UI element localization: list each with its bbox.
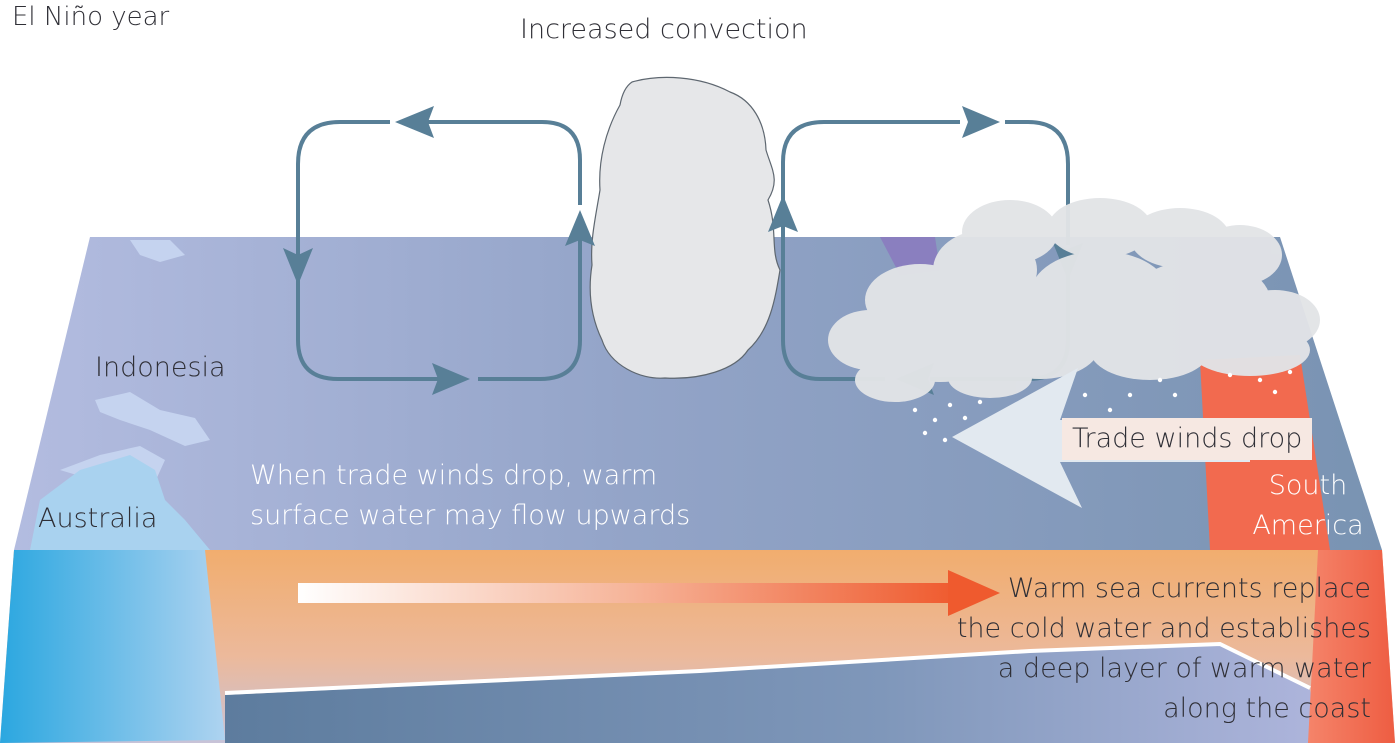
- warm-currents-note-line: Warm sea currents replace: [1007, 573, 1371, 604]
- warm-currents-note: Warm sea currents replace the cold water…: [957, 569, 1371, 729]
- rain-cloud-icon: [828, 198, 1320, 443]
- warm-flow-note: When trade winds drop, warm surface wate…: [250, 456, 690, 536]
- thermocline-line: [224, 641, 1311, 695]
- convection-label: Increased convection: [520, 14, 808, 45]
- south-america-land: [1308, 550, 1395, 743]
- south-america-label: South America: [1238, 466, 1378, 546]
- south-america-label-line: South: [1268, 470, 1348, 501]
- warm-flow-note-line: When trade winds drop, warm: [250, 460, 658, 491]
- diagram-title: El Niño year: [12, 2, 170, 32]
- australia-surface: [30, 455, 210, 550]
- convection-cloud-icon: [589, 76, 781, 379]
- warm-current-arrow-icon: [298, 570, 1000, 616]
- trade-winds-label: Trade winds drop: [1062, 418, 1313, 460]
- circulation-arrow-icon: [296, 120, 1070, 381]
- deep-water-layer: [225, 645, 1320, 743]
- warm-currents-note-line: along the coast: [1163, 693, 1371, 724]
- australia-label: Australia: [38, 503, 158, 534]
- warm-currents-note-line: a deep layer of warm water: [997, 653, 1371, 684]
- south-america-label-line: America: [1252, 510, 1364, 541]
- warm-currents-note-line: the cold water and establishes: [956, 613, 1371, 644]
- indonesia-label: Indonesia: [95, 352, 226, 383]
- australia-land: [0, 550, 225, 743]
- warm-flow-note-line: surface water may flow upwards: [250, 500, 691, 531]
